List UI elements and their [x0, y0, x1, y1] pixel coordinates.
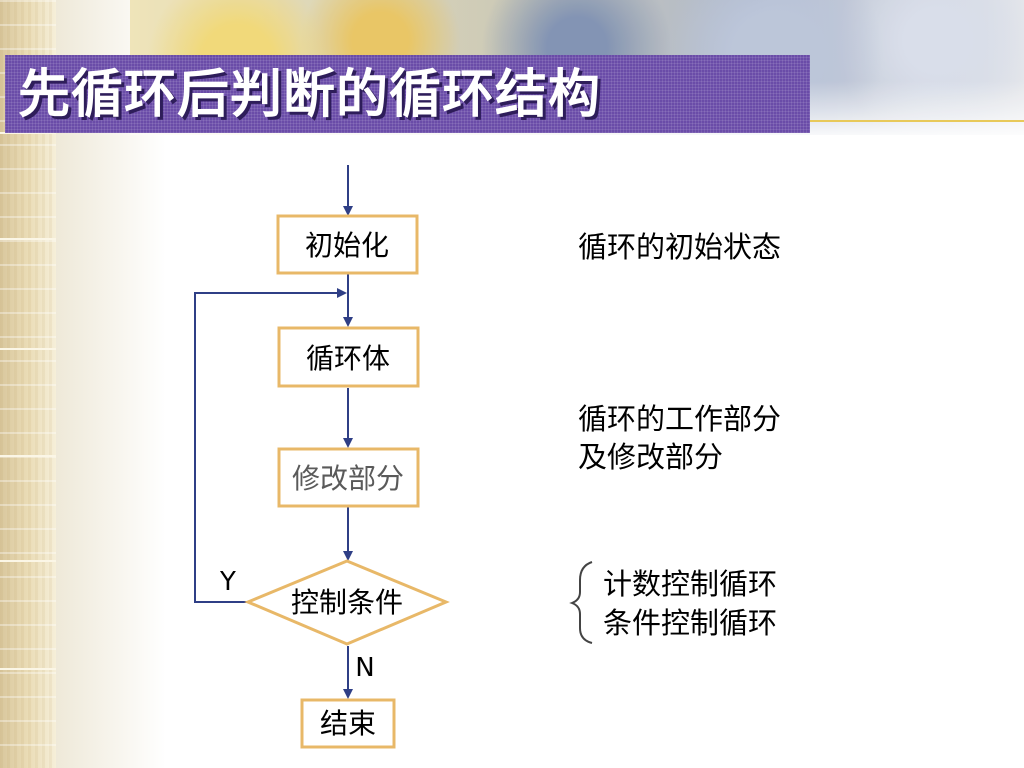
brace-icon — [569, 561, 593, 644]
header-rule — [810, 120, 1024, 122]
body-label: 循环体 — [306, 342, 390, 375]
slide-title: 先循环后判断的循环结构 — [18, 65, 602, 125]
end-label: 结束 — [320, 707, 376, 740]
condition-label: 控制条件 — [291, 586, 403, 619]
arrow-loop-back — [194, 288, 347, 603]
note-init: 循环的初始状态 — [578, 230, 782, 264]
yes-label: Y — [219, 567, 236, 597]
body-box — [277, 326, 420, 388]
note-cond-line2: 条件控制循环 — [603, 606, 778, 640]
note-work-line2: 及修改部分 — [578, 440, 724, 474]
modify-box — [277, 447, 420, 508]
title-banner — [5, 55, 810, 133]
note-work-line1: 循环的工作部分 — [578, 402, 782, 436]
no-label: N — [355, 653, 374, 683]
init-box — [276, 214, 419, 275]
modify-label: 修改部分 — [292, 462, 404, 495]
init-label: 初始化 — [305, 229, 389, 262]
condition-diamond — [244, 559, 450, 646]
end-box — [300, 698, 396, 749]
note-cond-line1: 计数控制循环 — [603, 567, 778, 601]
